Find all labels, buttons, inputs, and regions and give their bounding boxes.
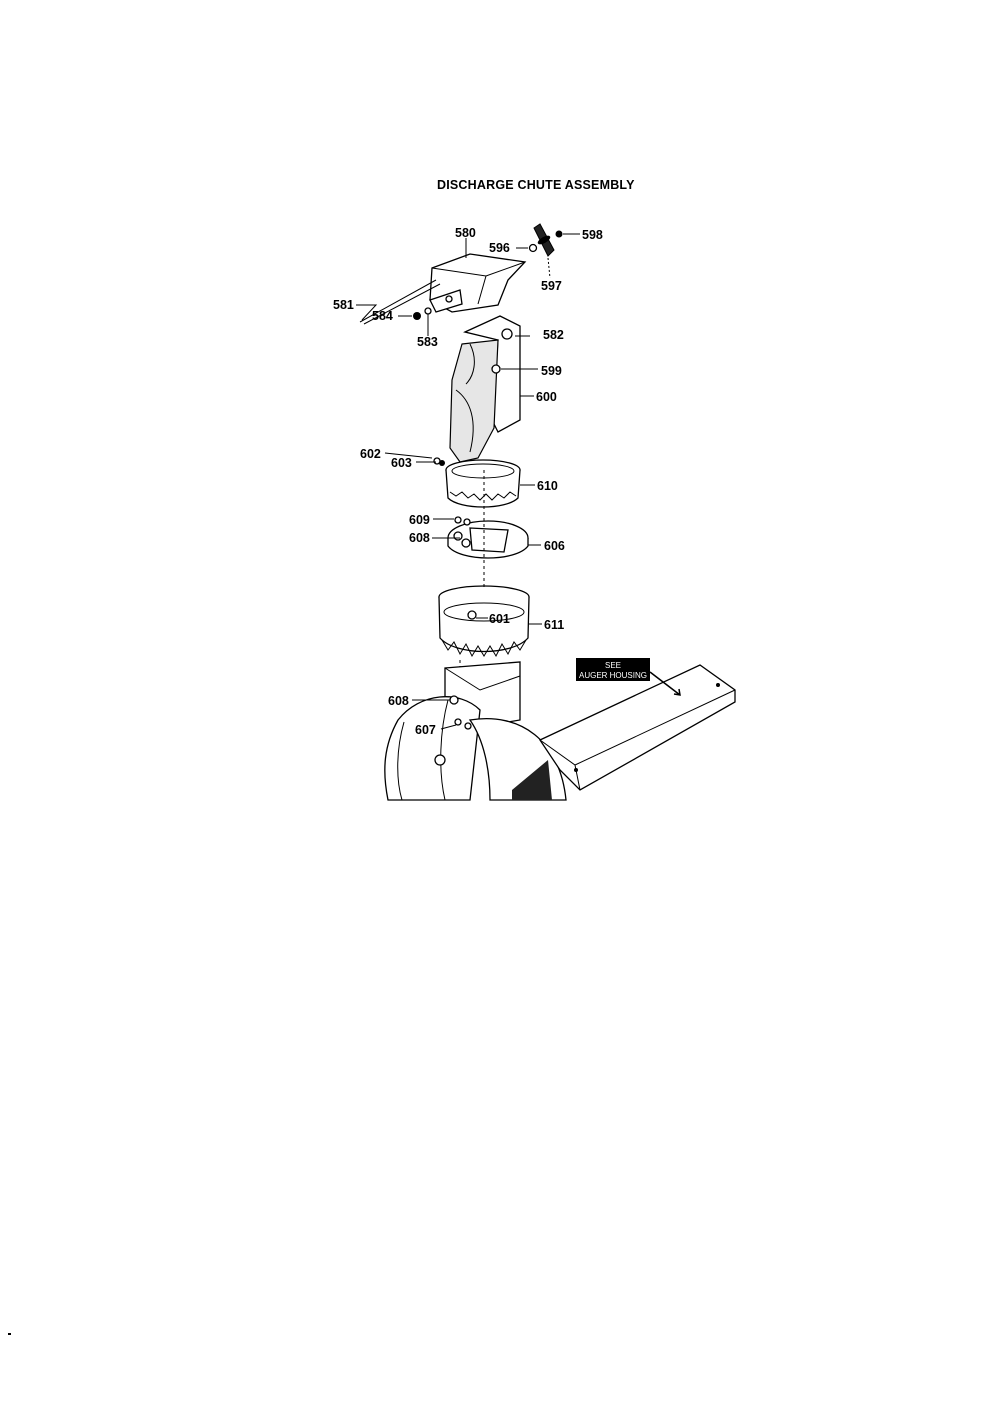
chute-ring-part [445,459,521,508]
callout-584: 584 [372,309,393,323]
callout-597: 597 [541,279,562,293]
lower-ring-part [438,585,530,658]
bolt-part [454,516,462,524]
callout-581: 581 [333,298,354,312]
callout-596: 596 [489,241,510,255]
leader-lines [356,233,580,730]
reference-tag-line-2: AUGER HOUSING [579,671,647,680]
page-title: DISCHARGE CHUTE ASSEMBLY [437,178,635,192]
bolt-part [464,722,472,730]
callout-607: 607 [415,723,436,737]
knob-nut-part [555,230,563,238]
callout-606: 606 [544,539,565,553]
nut-part [463,518,471,526]
scan-speck [8,1333,11,1335]
callout-603: 603 [391,456,412,470]
washer-part [528,243,538,253]
callout-599: 599 [541,364,562,378]
callout-610: 610 [537,479,558,493]
reference-tag: SEE AUGER HOUSING [576,658,681,696]
nut-part [413,312,421,320]
deflector-part [429,253,527,313]
callout-608-upper: 608 [409,531,430,545]
reference-tag-line-1: SEE [605,661,621,670]
callout-602: 602 [360,447,381,461]
callout-601: 601 [489,612,510,626]
bolt-part [454,718,462,726]
callout-582: 582 [543,328,564,342]
callout-583: 583 [417,335,438,349]
callout-600: 600 [536,390,557,404]
auger-housing-part [384,661,736,801]
callout-608-lower: 608 [388,694,409,708]
callout-611: 611 [544,618,564,632]
callout-580: 580 [455,226,476,240]
mounting-plate-part [447,520,529,559]
nut-part [439,460,445,466]
spring-part [359,279,441,325]
callout-598: 598 [582,228,603,242]
callout-609: 609 [409,513,430,527]
bolt-part [424,307,432,315]
bolt-part [449,695,459,705]
upper-chute-part [449,315,521,463]
